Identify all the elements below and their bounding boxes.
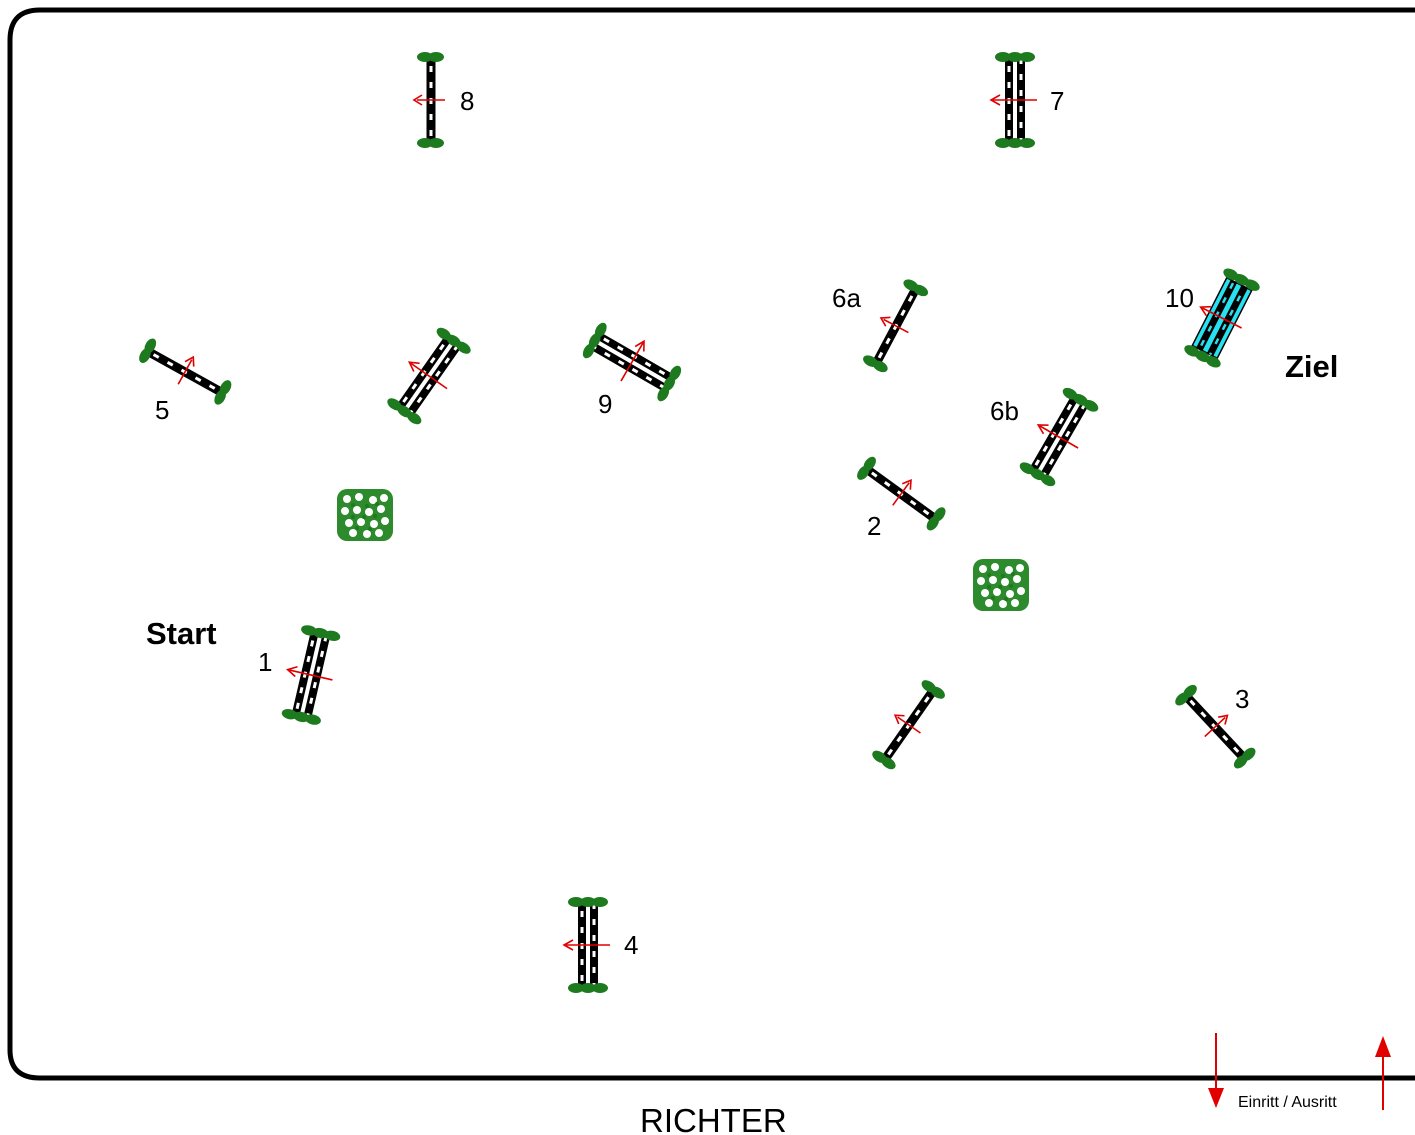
obstacle-label-9: 9 <box>598 389 612 419</box>
start-label: Start <box>146 616 217 651</box>
finish-label: Ziel <box>1285 349 1338 384</box>
obstacle-label-3: 3 <box>1235 684 1249 714</box>
shrub-decoration <box>337 489 393 541</box>
obstacle-label-7: 7 <box>1050 86 1064 116</box>
obstacle-unnumbered-1 <box>382 323 475 428</box>
obstacle-9 <box>579 317 685 405</box>
obstacle-label-6b: 6b <box>990 396 1019 426</box>
obstacle-label-2: 2 <box>867 511 881 541</box>
entry-exit-label: Einritt / Ausritt <box>1238 1094 1337 1111</box>
obstacle-1 <box>277 623 343 727</box>
obstacle-8 <box>414 52 445 148</box>
obstacle-6b <box>1014 383 1102 489</box>
obstacle-label-1: 1 <box>258 647 272 677</box>
obstacle-label-8: 8 <box>460 86 474 116</box>
exit-arrow <box>1375 1036 1391 1110</box>
entry-arrow <box>1208 1033 1224 1108</box>
obstacle-6a <box>858 276 930 375</box>
judge-label: RICHTER <box>640 1102 787 1135</box>
obstacle-label-4: 4 <box>624 930 638 960</box>
obstacle-unnumbered-2 <box>868 676 948 772</box>
shrub-decoration <box>973 559 1029 611</box>
obstacle-10 <box>1179 264 1264 370</box>
obstacle-5 <box>136 334 235 408</box>
obstacle-label-5: 5 <box>155 395 169 425</box>
arena-border <box>7 7 1415 1081</box>
obstacle-label-6a: 6a <box>832 283 861 313</box>
obstacle-label-10: 10 <box>1165 283 1194 313</box>
obstacle-4 <box>564 897 610 993</box>
obstacle-7 <box>991 52 1037 148</box>
